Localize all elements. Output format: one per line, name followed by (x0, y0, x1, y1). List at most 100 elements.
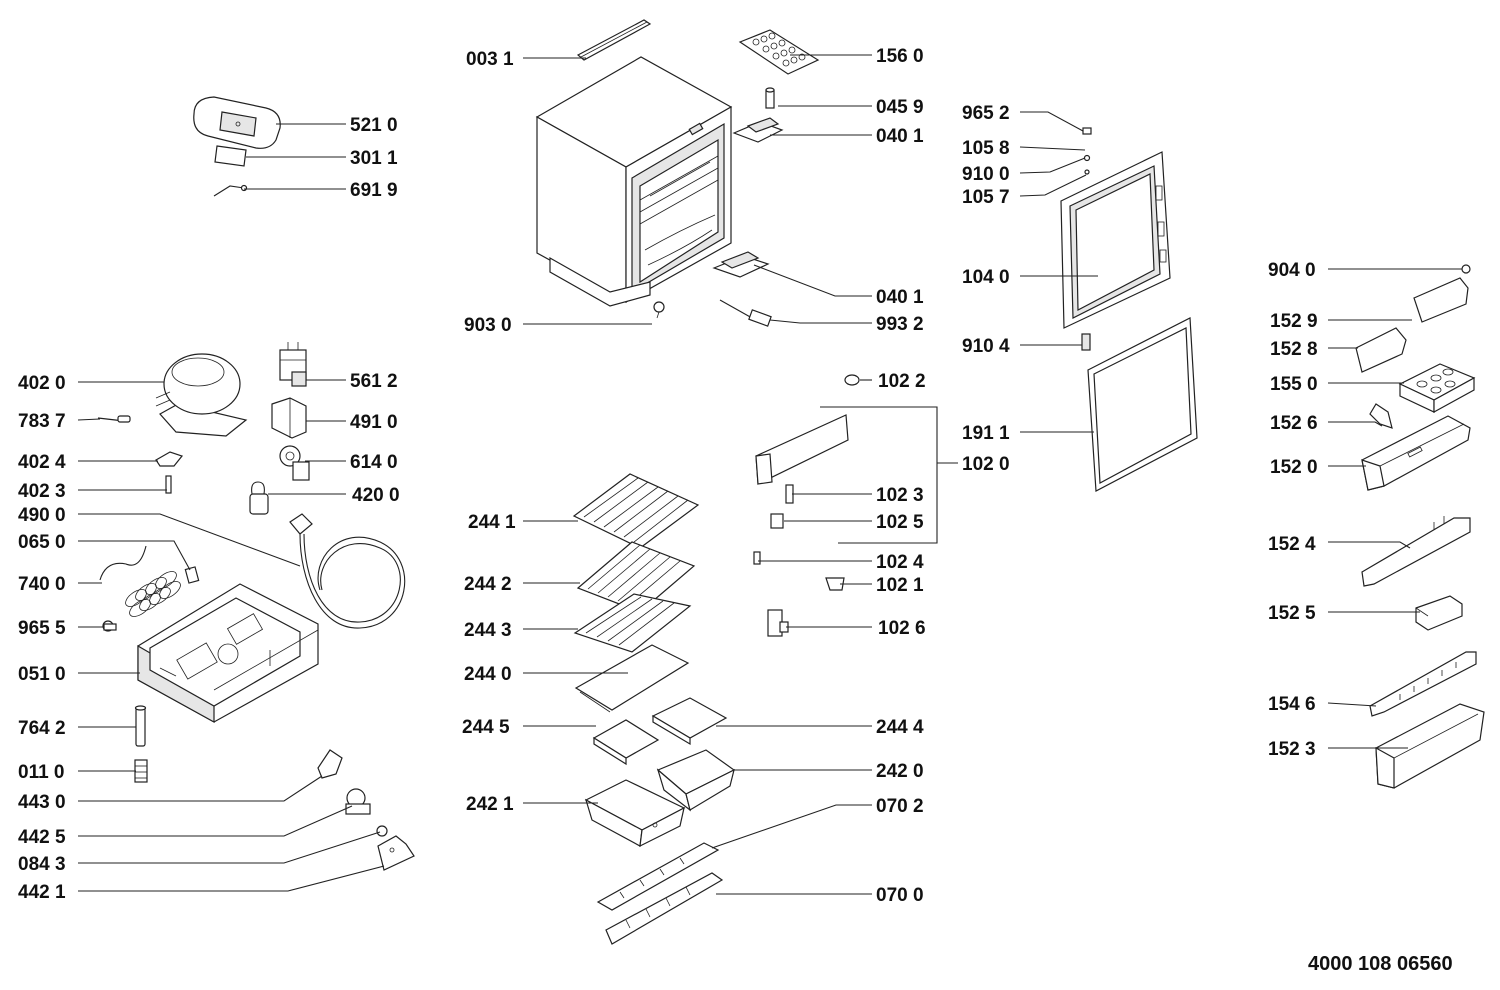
label-1021: 102 1 (876, 575, 924, 596)
label-4425: 442 5 (18, 827, 66, 848)
part-1911-door-gasket (1087, 317, 1198, 492)
part-2444-tray (651, 697, 728, 746)
part-5210-thermostat-housing (193, 96, 281, 149)
part-7400-condenser (99, 545, 181, 617)
label-7642: 764 2 (18, 718, 66, 739)
label-4020: 402 0 (18, 373, 66, 394)
part-0510-base-tray (137, 583, 319, 724)
part-1528-flap (1355, 327, 1407, 373)
part-1525-small-bin (1415, 595, 1463, 631)
part-2443-shelf (573, 593, 692, 653)
part-0401-lower-hinge (712, 251, 770, 278)
label-6919: 691 9 (350, 180, 398, 201)
label-5612: 561 2 (350, 371, 398, 392)
label-9932: 993 2 (876, 314, 924, 335)
label-9104: 910 4 (962, 336, 1010, 357)
label-2443: 244 3 (464, 620, 512, 641)
part-1025-plate (770, 513, 784, 529)
document-number: 4000 108 06560 (1308, 953, 1453, 975)
part-1022-knob (844, 374, 860, 386)
label-1911: 191 1 (962, 423, 1010, 444)
label-1026: 102 6 (878, 618, 926, 639)
label-1528: 152 8 (1270, 339, 1318, 360)
label-2444: 244 4 (876, 717, 924, 738)
label-1020: 102 0 (962, 454, 1010, 475)
part-4430-bracket (317, 749, 343, 779)
label-9100: 910 0 (962, 164, 1010, 185)
part-2445-tray (592, 719, 660, 766)
part-9030-foot (653, 301, 665, 319)
part-0843-knob (376, 825, 388, 837)
label-1560: 156 0 (876, 46, 924, 67)
part-0702-strip (596, 842, 720, 911)
part-labels: 003 1 156 0 045 9 040 1 521 0 301 1 691 … (18, 46, 1318, 906)
label-7837: 783 7 (18, 411, 66, 432)
label-1524: 152 4 (1268, 534, 1316, 555)
label-9030: 903 0 (464, 315, 512, 336)
label-1529: 152 9 (1270, 311, 1318, 332)
part-1026-hinge (767, 609, 789, 637)
label-1523: 152 3 (1268, 739, 1316, 760)
label-1057: 105 7 (962, 187, 1010, 208)
part-4425-switch (345, 788, 371, 815)
label-1023: 102 3 (876, 485, 924, 506)
label-9652: 965 2 (962, 103, 1010, 124)
label-2445: 244 5 (462, 717, 510, 738)
part-4200-capacitor (249, 481, 269, 515)
label-2442: 244 2 (464, 574, 512, 595)
label-4900: 490 0 (18, 505, 66, 526)
part-5612-relay (279, 342, 307, 387)
label-1058: 105 8 (962, 138, 1010, 159)
part-1023-latch (785, 484, 794, 504)
label-1520: 152 0 (1270, 457, 1318, 478)
label-0031: 003 1 (466, 49, 514, 70)
label-0459: 045 9 (876, 97, 924, 118)
label-1546: 154 6 (1268, 694, 1316, 715)
part-6919-wire (213, 184, 248, 197)
part-6140-starter (279, 445, 310, 481)
label-2441: 244 1 (468, 512, 516, 533)
part-1024-clip (753, 551, 761, 565)
part-0700-strip (605, 872, 724, 945)
label-2420: 242 0 (876, 761, 924, 782)
part-4024-clip (155, 451, 184, 467)
part-4020-compressor (155, 353, 248, 437)
part-4023-bolt (165, 475, 172, 494)
part-1021-catch (825, 577, 845, 591)
part-0110-grommet (134, 759, 148, 783)
part-drawings (97, 19, 1485, 945)
part-2421-crisper (584, 779, 686, 848)
part-door-hinge-pins (1081, 127, 1092, 351)
part-4900-power-cord (289, 513, 406, 629)
label-4430: 443 0 (18, 792, 66, 813)
part-cabinet-body (535, 56, 733, 307)
part-0031-top-strip (576, 19, 652, 61)
label-2421: 242 1 (466, 794, 514, 815)
label-3011: 301 1 (350, 148, 398, 169)
part-0459-pin (765, 87, 775, 109)
label-9040: 904 0 (1268, 260, 1316, 281)
part-0401-upper-hinge (732, 117, 784, 143)
label-4200: 420 0 (352, 485, 400, 506)
label-2440: 244 0 (464, 664, 512, 685)
label-0110: 011 0 (18, 762, 65, 783)
label-0510: 051 0 (18, 664, 66, 685)
label-0401-lower: 040 1 (876, 287, 924, 308)
label-1550: 155 0 (1270, 374, 1318, 395)
label-1526: 152 6 (1270, 413, 1318, 434)
part-2420-crisper (656, 749, 736, 812)
label-1525: 152 5 (1268, 603, 1316, 624)
part-9655-screw (102, 620, 117, 632)
leader-lines (77, 54, 1462, 895)
part-2442-shelf (576, 541, 696, 613)
label-0650: 065 0 (18, 532, 66, 553)
label-9655: 965 5 (18, 618, 66, 639)
part-3011-label (214, 145, 247, 167)
part-4910-cover (271, 397, 307, 439)
label-1022: 102 2 (878, 371, 926, 392)
part-1560-ice-tray (738, 29, 820, 75)
part-1524-rail (1361, 516, 1471, 587)
label-4024: 402 4 (18, 452, 66, 473)
label-4023: 402 3 (18, 481, 66, 502)
